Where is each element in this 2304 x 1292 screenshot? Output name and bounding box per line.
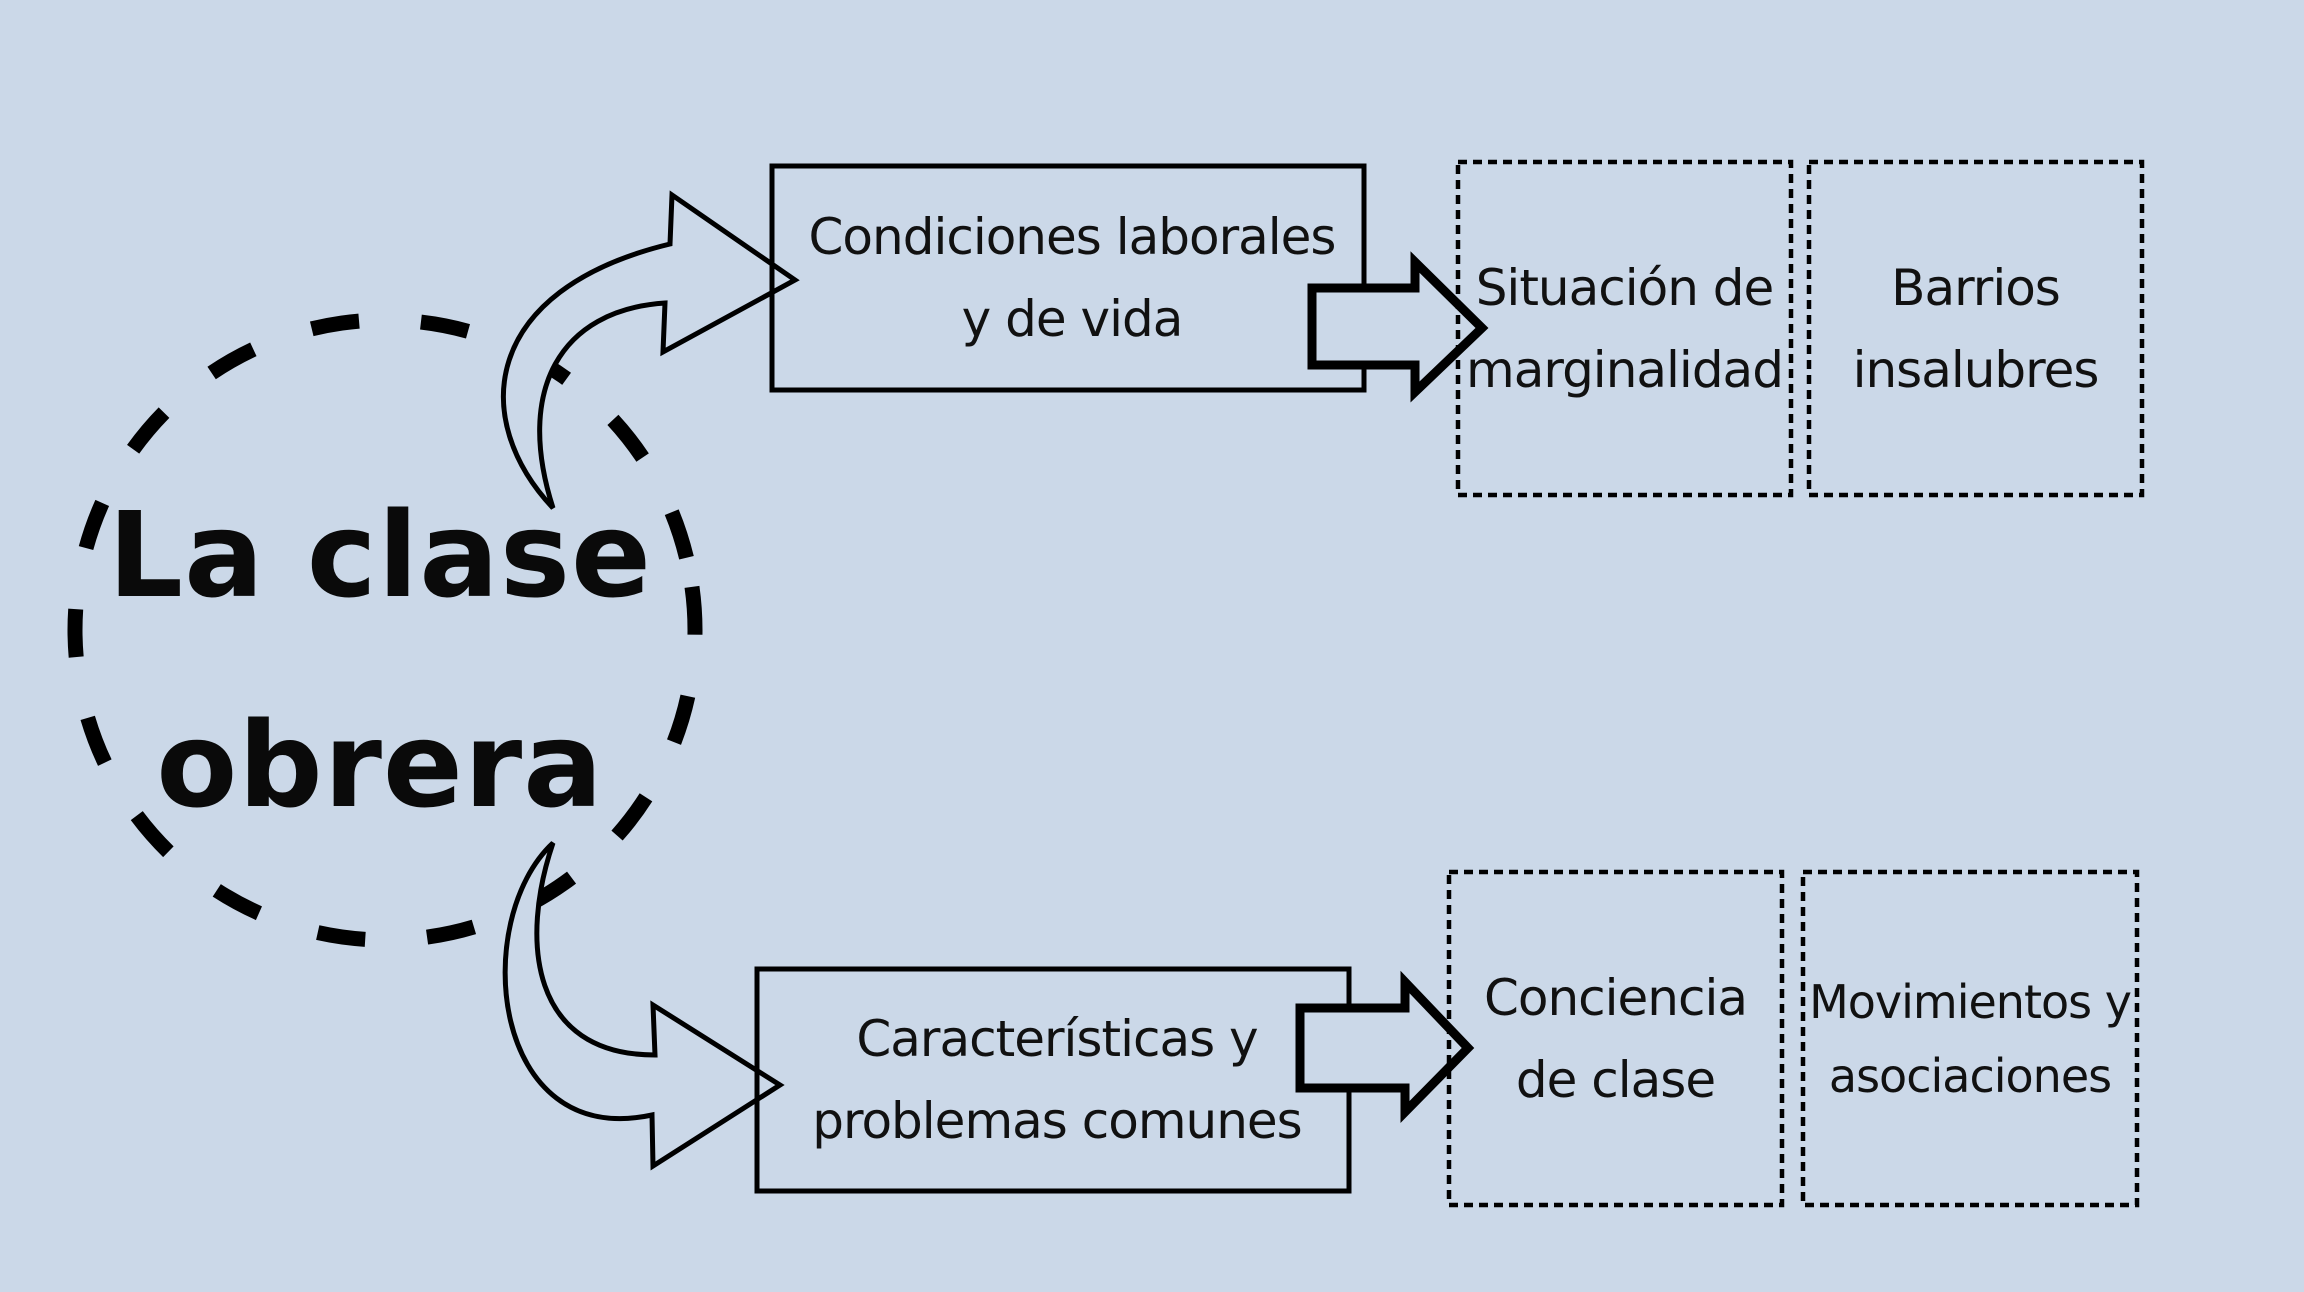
leaf-label-line: de clase (1515, 1050, 1716, 1109)
leaf-label-conciencia: Conciencia de clase (1449, 872, 1782, 1205)
central-node-line-1: La clase (107, 486, 653, 624)
leaf-label-line: insalubres (1852, 340, 2100, 399)
leaf-box-movimientos (1800, 869, 2140, 1208)
node-label-line: Características y (856, 1010, 1258, 1068)
leaf-label-line: Conciencia (1483, 968, 1748, 1027)
node-label-conditions: Condiciones laborales y de vida (772, 166, 1372, 390)
leaf-label-movimientos: Movimientos y asociaciones (1803, 872, 2137, 1205)
central-node-dashed-circle (67, 312, 703, 948)
block-arrow-right-icon (1307, 251, 1489, 403)
leaf-box-marginalidad (1455, 159, 1794, 498)
curved-arrow-up-icon (501, 190, 800, 510)
leaf-box-barrios (1806, 159, 2145, 498)
leaf-label-line: marginalidad (1466, 340, 1784, 399)
leaf-label-line: Situación de (1475, 258, 1775, 317)
node-label-line: problemas comunes (812, 1092, 1302, 1150)
node-label-line: Condiciones laborales (808, 208, 1337, 266)
block-arrow-right-icon (1295, 970, 1475, 1123)
leaf-label-barrios: Barrios insalubres (1809, 162, 2142, 495)
leaf-label-line: asociaciones (1828, 1048, 2112, 1103)
leaf-label-line: Movimientos y (1809, 974, 2132, 1029)
leaf-label-line: Barrios (1891, 258, 2061, 317)
node-label-line: y de vida (961, 290, 1184, 348)
curved-arrow-down-icon (502, 841, 785, 1171)
node-box-conditions (769, 163, 1367, 393)
central-node-label: La clase obrera (90, 450, 670, 870)
central-node-line-2: obrera (156, 696, 604, 834)
leaf-label-marginalidad: Situación de marginalidad (1458, 162, 1791, 495)
node-label-characteristics: Características y problemas comunes (757, 969, 1357, 1191)
leaf-box-conciencia (1446, 869, 1785, 1208)
